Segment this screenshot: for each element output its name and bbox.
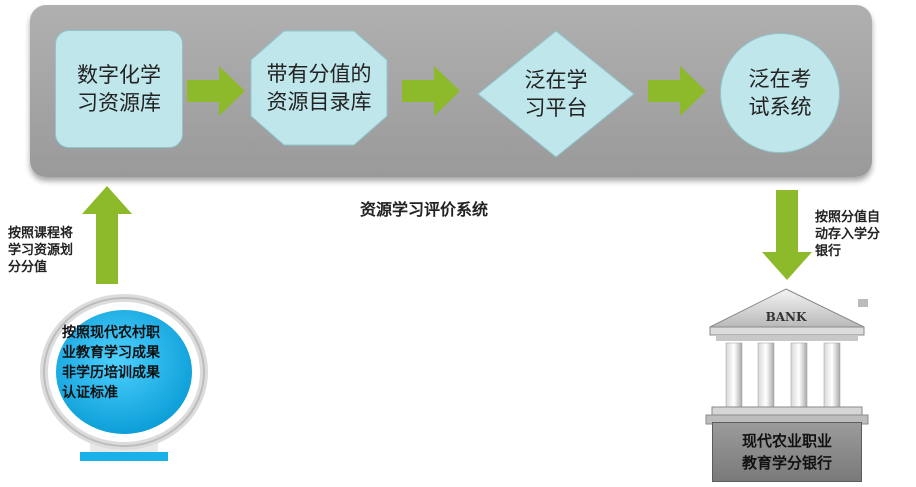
bank-label: 现代农业职业 教育学分银行 (712, 422, 862, 482)
left-note-line-2: 学习资源划 (8, 243, 74, 258)
globe-line-3: 非学历培训成果 (62, 365, 160, 381)
node-catalog-shape (250, 30, 388, 146)
node-exam-line-2: 试系统 (748, 95, 812, 119)
node-digital-library: 数字化学 习资源库 (55, 30, 183, 148)
bank-building-icon (705, 288, 869, 425)
bank-label-line-2: 教育学分银行 (741, 454, 832, 472)
right-note-line-1: 按照分值自 (815, 210, 881, 225)
globe-line-1: 按照现代农村职 (62, 325, 160, 341)
node-digital-line-2: 习资源库 (77, 91, 161, 115)
node-platform-shape (477, 30, 635, 158)
right-note-line-2: 动存入学分 (815, 227, 881, 242)
left-note: 按照课程将 学习资源划 分分值 (8, 225, 73, 276)
arrow-up-icon (82, 186, 132, 284)
node-catalog-line-2: 资源目录库 (266, 90, 372, 114)
arrow-down-icon (762, 190, 812, 280)
arrow-right-icon (402, 66, 460, 116)
globe-icon (40, 294, 208, 461)
node-exam-line-1: 泛在考 (748, 67, 812, 91)
node-platform-line-1: 泛在学 (524, 68, 588, 92)
arrow-right-icon (648, 66, 706, 116)
globe-standard-text: 按照现代农村职 业教育学习成果 非学历培训成果 认证标准 (62, 323, 186, 413)
globe-line-2: 业教育学习成果 (62, 345, 160, 361)
right-note-line-3: 银行 (815, 244, 842, 259)
globe-line-4: 认证标准 (62, 385, 118, 401)
node-catalog-line-1: 带有分值的 (266, 62, 372, 86)
right-note: 按照分值自 动存入学分 银行 (815, 209, 880, 260)
left-note-line-1: 按照课程将 (8, 226, 74, 241)
left-note-line-3: 分分值 (8, 260, 48, 275)
node-catalog: 带有分值的 资源目录库 (250, 30, 388, 146)
bank-sign: BANK (765, 310, 807, 324)
node-platform: 泛在学 习平台 (477, 30, 635, 158)
system-label: 资源学习评价系统 (360, 200, 489, 219)
node-digital-line-1: 数字化学 (77, 63, 161, 87)
bank-label-line-1: 现代农业职业 (741, 432, 832, 450)
arrow-right-icon (187, 66, 245, 116)
node-platform-line-2: 习平台 (524, 96, 588, 120)
node-exam-system: 泛在考 试系统 (720, 33, 840, 153)
